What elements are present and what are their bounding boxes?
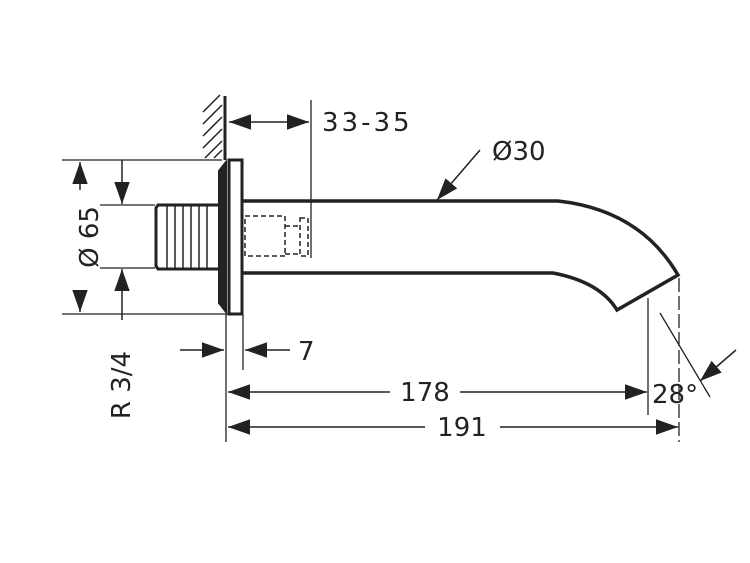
- leader-spout-diameter: [436, 149, 481, 201]
- spout-body: [243, 199, 681, 313]
- label-projection-178: 178: [400, 378, 450, 408]
- thread-connector: [154, 203, 219, 271]
- extension-lines: [62, 100, 711, 442]
- label-projection-191: 191: [437, 413, 487, 443]
- hidden-insert: [244, 215, 309, 257]
- leader-outlet-angle: [699, 349, 737, 382]
- wall: [202, 94, 227, 160]
- label-outlet-angle: 28°: [652, 380, 698, 410]
- wall-hatching: [202, 94, 223, 159]
- label-wall-gap: 33-35: [322, 108, 413, 138]
- label-flange-diameter: Ø 65: [75, 206, 105, 268]
- label-flange-thickness: 7: [298, 337, 315, 367]
- label-spout-diameter: Ø30: [492, 137, 546, 167]
- label-thread: R 3/4: [107, 351, 137, 419]
- flange: [218, 158, 244, 316]
